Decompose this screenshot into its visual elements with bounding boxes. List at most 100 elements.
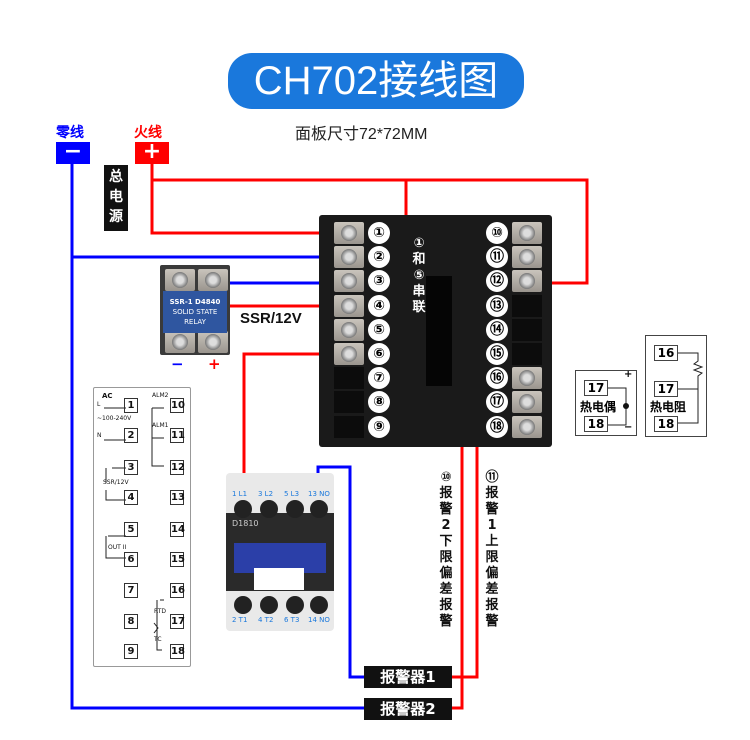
ssr-screw <box>198 331 228 353</box>
terminal-number: ⑱ <box>486 415 508 438</box>
mini-terminal-number: 9 <box>124 644 138 659</box>
mini-ac: AC <box>102 392 113 400</box>
mini-terminal-number: 15 <box>170 552 185 567</box>
ssr-faceplate: SSR-1 D4840 SOLID STATE RELAY <box>163 291 227 333</box>
ssr-screw <box>198 269 228 291</box>
display-window <box>426 276 452 386</box>
live-terminal: + <box>135 141 169 164</box>
terminal-number: ⑰ <box>486 391 508 414</box>
mini-l: L <box>97 401 101 408</box>
contactor-screw <box>234 596 252 614</box>
terminal-slot <box>334 415 364 438</box>
neutral-wire <box>70 160 365 710</box>
terminal-screw <box>334 294 364 317</box>
mini-tc: TC <box>154 636 162 643</box>
terminal-screw <box>512 367 542 390</box>
ssr-model: SSR-1 D4840 <box>169 298 221 306</box>
terminal-number: ⑬ <box>486 294 508 317</box>
terminal-number: ⑪ <box>486 246 508 269</box>
contactor-white-label <box>254 568 304 590</box>
panel-size-note: 面板尺寸72*72MM <box>295 126 428 143</box>
mini-terminal-number: 13 <box>170 490 185 505</box>
terminal-number: ⑩ <box>486 222 508 244</box>
thermocouple-plus: + <box>624 369 633 380</box>
terminal-number: ⑤ <box>368 318 390 341</box>
terminal-number: ⑮ <box>486 343 508 365</box>
thermocouple-wiring <box>608 387 629 426</box>
contactor-model: D1810 <box>232 519 259 528</box>
terminal-number: ⑥ <box>368 343 390 365</box>
mini-terminal-number: 16 <box>170 583 185 598</box>
neutral-label: 零线 <box>56 125 84 141</box>
contactor-top-label: 5 L3 <box>284 490 300 498</box>
rtd-box: 16 17 热电阻 18 <box>645 335 707 437</box>
live-wire-bus <box>152 178 589 285</box>
mini-terminal-number: 7 <box>124 583 138 598</box>
ssr-screw <box>165 331 195 353</box>
thermocouple-label: 热电偶 <box>580 400 617 414</box>
terminal-number: ⑦ <box>368 367 390 390</box>
mini-alm1: ALM1 <box>152 422 169 429</box>
contactor-no-wire <box>316 465 365 679</box>
contactor-screw <box>234 500 252 518</box>
mini-terminal-number: 10 <box>170 398 185 413</box>
live-wire <box>150 160 345 235</box>
mini-terminal-number: 3 <box>124 460 138 475</box>
terminal-screw <box>334 270 364 293</box>
contactor-screw <box>260 500 278 518</box>
contactor-top-label: 1 L1 <box>232 490 248 498</box>
mini-terminal-number: 1 <box>124 398 138 413</box>
terminal-slot <box>334 367 364 390</box>
mini-terminal-number: 8 <box>124 614 138 629</box>
mini-terminal-number: 14 <box>170 522 185 537</box>
mini-voltage: ~100-240V <box>97 415 132 422</box>
ssr-plus-label: + <box>208 355 221 373</box>
mini-terminal-number: 17 <box>170 614 185 629</box>
terminal-screw <box>512 246 542 269</box>
mini-wiring-lines <box>104 407 164 651</box>
ssr-voltage-label: SSR/12V <box>240 310 302 327</box>
terminal-number: ⑭ <box>486 318 508 341</box>
thermocouple-num-18: 18 <box>584 416 608 432</box>
mini-terminal-number: 6 <box>124 552 138 567</box>
terminal-number: ③ <box>368 270 390 293</box>
terminal-screw <box>512 391 542 414</box>
contactor-bottom-label: 6 T3 <box>284 616 300 624</box>
terminal-screw <box>334 343 364 365</box>
thermocouple-box: 17 热电偶 18 + − <box>575 369 637 436</box>
diagram-title: CH702接线图 <box>228 53 524 109</box>
contactor-screw <box>286 596 304 614</box>
mini-terminal-number: 2 <box>124 428 138 443</box>
mini-terminal-number: 12 <box>170 460 185 475</box>
neutral-terminal: − <box>56 141 90 164</box>
live-label: 火线 <box>134 125 162 141</box>
terminal-slot <box>512 294 542 317</box>
alarm2-box: 报警器2 <box>364 698 452 720</box>
rtd-wiring <box>678 352 704 424</box>
mini-rtd: RTD <box>154 608 167 615</box>
mini-n: N <box>97 432 102 439</box>
terminal-number: ⑨ <box>368 415 390 438</box>
terminal-number: ② <box>368 246 390 269</box>
contactor-bottom-label: 14 NO <box>308 616 330 624</box>
terminal-screw <box>512 270 542 293</box>
contactor-screw <box>310 500 328 518</box>
mini-out: OUT II <box>108 544 127 551</box>
ssr-subtitle: SOLID STATE RELAY <box>172 308 218 326</box>
mini-terminal-number: 11 <box>170 428 185 443</box>
mini-terminal-number: 5 <box>124 522 138 537</box>
series-note: ①和⑤串联 <box>412 236 426 315</box>
terminal-number: ① <box>368 222 390 244</box>
rtd-num-16: 16 <box>654 345 678 361</box>
ssr-screw <box>165 269 195 291</box>
mini-terminal-number: 4 <box>124 490 138 505</box>
contactor-top-label: 13 NO <box>308 490 330 498</box>
terminal-number: ⑯ <box>486 367 508 390</box>
terminal-screw <box>512 415 542 438</box>
mini-wiring-reference: AC L ~100-240V N SSR/12V OUT II ALM2 ALM… <box>93 387 191 667</box>
mini-alm2: ALM2 <box>152 392 169 399</box>
thermocouple-num-17: 17 <box>584 380 608 396</box>
mini-ssr: SSR/12V <box>103 479 129 486</box>
terminal-screw <box>512 222 542 244</box>
terminal-number: ⑫ <box>486 270 508 293</box>
